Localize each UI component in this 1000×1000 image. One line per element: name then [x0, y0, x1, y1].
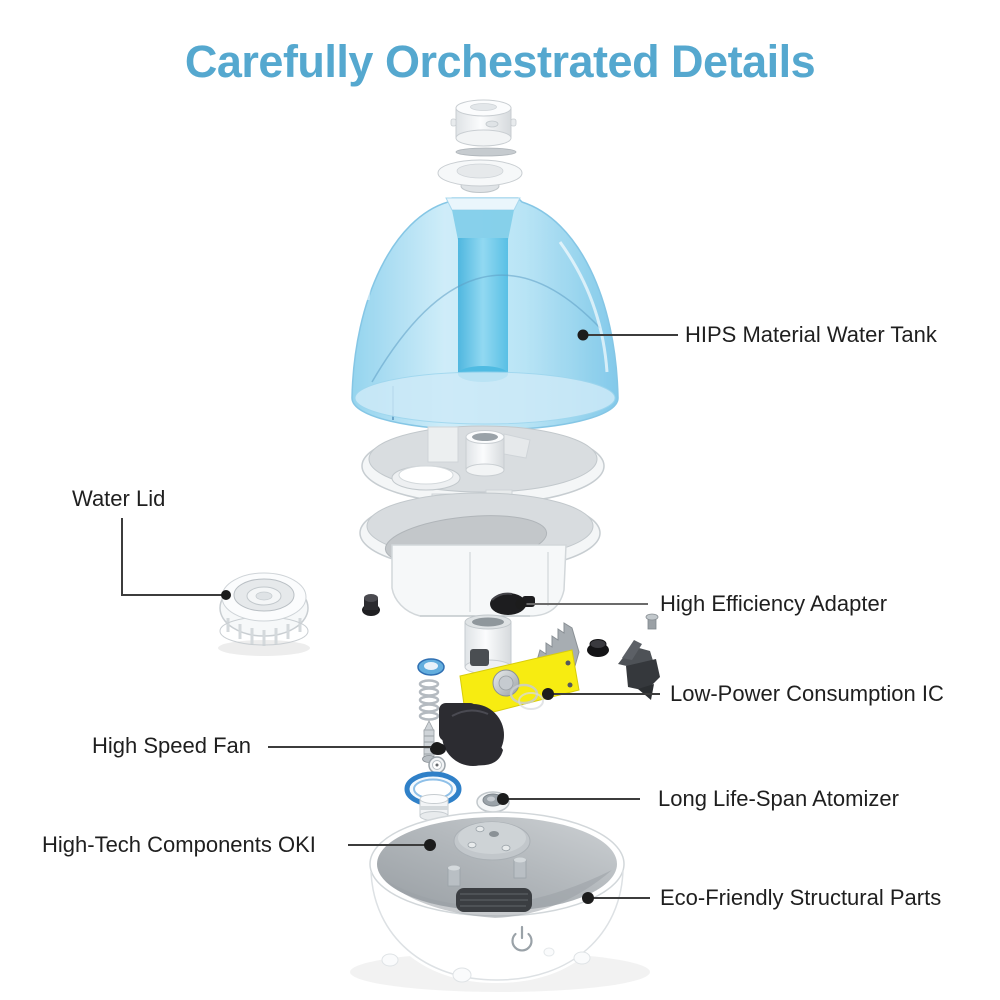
leader-base	[582, 892, 650, 904]
label-base: Eco-Friendly Structural Parts	[660, 885, 942, 910]
housing-drum-graphic	[391, 544, 567, 617]
label-components: High-Tech Components OKI	[42, 832, 316, 857]
blue-lens-graphic	[417, 658, 445, 676]
grille-graphic	[456, 888, 532, 912]
mist-nozzle-graphic	[450, 99, 517, 147]
duct-tube-graphic	[464, 614, 512, 675]
leader-atomizer	[497, 793, 640, 805]
leader-lines	[121, 329, 678, 904]
bracket-graphic	[618, 640, 660, 700]
label-ic: Low-Power Consumption IC	[670, 681, 944, 706]
upper-tray-graphic	[361, 425, 605, 505]
leader-fan	[268, 742, 443, 754]
leader-water-lid	[121, 518, 231, 600]
screw-graphic	[422, 720, 436, 763]
leader-water-tank	[577, 329, 678, 341]
leader-adapter	[515, 598, 648, 610]
label-atomizer: Long Life-Span Atomizer	[658, 786, 899, 811]
canister-graphic	[419, 794, 449, 821]
label-water-tank: HIPS Material Water Tank	[685, 322, 937, 347]
small-screw-graphic	[645, 613, 659, 630]
leader-components	[348, 839, 436, 851]
page-title: Carefully Orchestrated Details	[184, 36, 816, 87]
label-adapter: High Efficiency Adapter	[660, 591, 888, 616]
grommet-graphic	[587, 639, 609, 657]
spring-graphic	[418, 679, 440, 721]
atomizer-platform-graphic	[453, 821, 531, 861]
gasket-sliver-graphic	[455, 147, 517, 157]
water-lid-graphic	[219, 572, 309, 646]
power-icon	[511, 925, 533, 952]
funnel-disc-graphic	[437, 159, 523, 193]
water-tank-graphic	[351, 197, 619, 431]
base-graphic	[369, 811, 625, 983]
leader-ic	[542, 688, 660, 700]
label-fan: High Speed Fan	[92, 733, 251, 758]
fan-graphic	[430, 703, 504, 766]
rubber-foot-graphic	[362, 594, 380, 616]
label-water-lid: Water Lid	[72, 486, 166, 511]
circuit-board-graphic	[459, 649, 580, 720]
